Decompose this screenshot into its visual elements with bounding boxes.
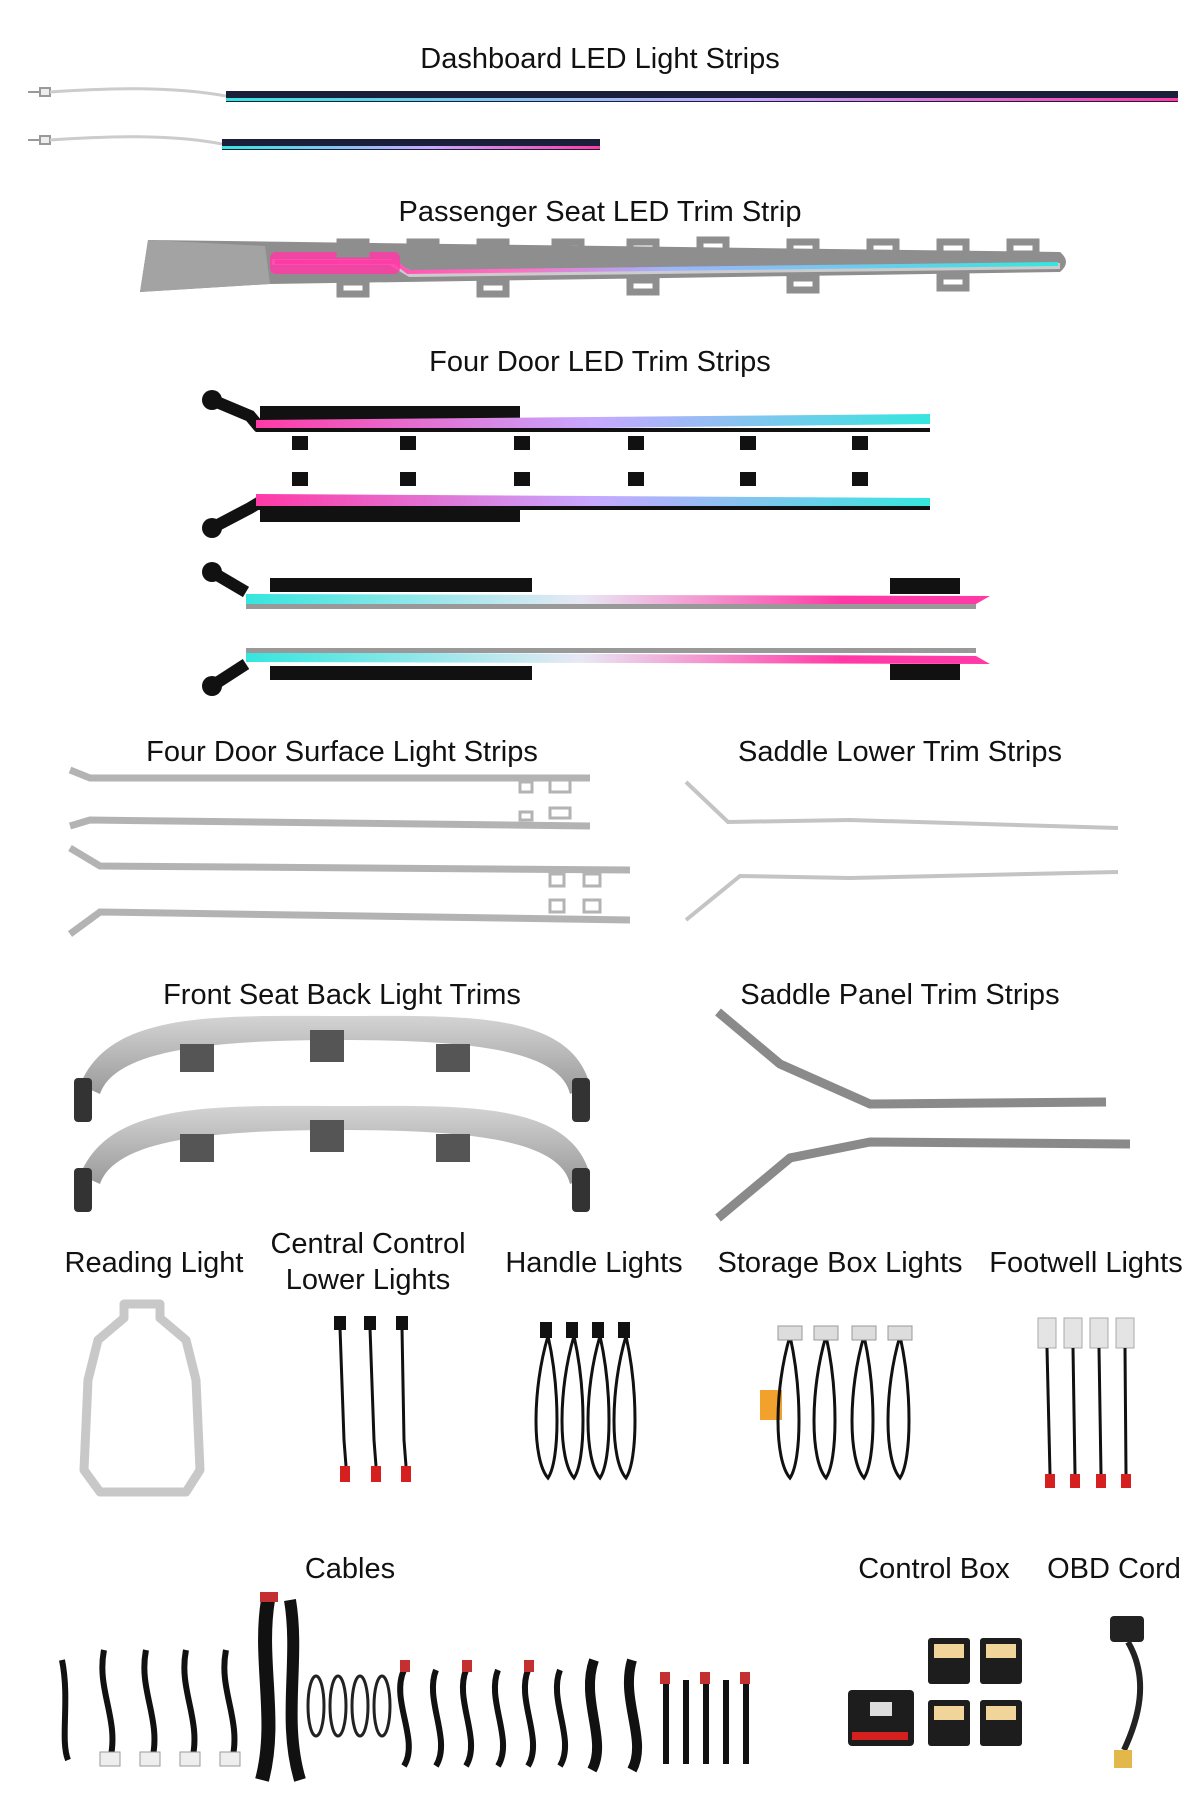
cables-title: Cables	[304, 1553, 396, 1585]
front-seat-back-title: Front Seat Back Light Trims	[163, 979, 521, 1011]
four-door-surface-title: Four Door Surface Light Strips	[146, 736, 538, 768]
central-control-title: Central Control Lower Lights	[270, 1228, 466, 1296]
obd-cord	[1110, 1616, 1144, 1768]
passenger-seat-trim-strip	[140, 236, 1066, 298]
reading-light-ring	[79, 1299, 205, 1497]
control-box-title: Control Box	[858, 1553, 1010, 1585]
dashboard-title: Dashboard LED Light Strips	[420, 43, 780, 75]
saddle-panel-strips	[715, 1008, 1131, 1222]
central-control-lights	[334, 1316, 411, 1482]
storage-box-title: Storage Box Lights	[717, 1247, 963, 1279]
footwell-title: Footwell Lights	[989, 1247, 1183, 1279]
four-door-surface-strips	[67, 766, 631, 937]
saddle-lower-title: Saddle Lower Trim Strips	[738, 736, 1062, 768]
passenger-title: Passenger Seat LED Trim Strip	[398, 196, 802, 228]
four-door-led-title: Four Door LED Trim Strips	[429, 346, 771, 378]
front-seat-back-trims	[74, 1015, 590, 1212]
control-box	[848, 1638, 1022, 1746]
handle-title: Handle Lights	[505, 1247, 683, 1279]
saddle-panel-title: Saddle Panel Trim Strips	[740, 979, 1060, 1011]
storage-box-lights	[760, 1325, 913, 1481]
four-door-led-strips	[202, 390, 990, 696]
dashboard-led-strips	[28, 87, 1178, 150]
cables-bundle	[59, 1592, 750, 1782]
handle-lights	[534, 1322, 637, 1481]
reading-title: Reading Light	[64, 1247, 244, 1279]
footwell-lights	[1037, 1317, 1135, 1488]
saddle-lower-strips	[684, 780, 1119, 922]
obd-title: OBD Cord	[1047, 1553, 1181, 1585]
